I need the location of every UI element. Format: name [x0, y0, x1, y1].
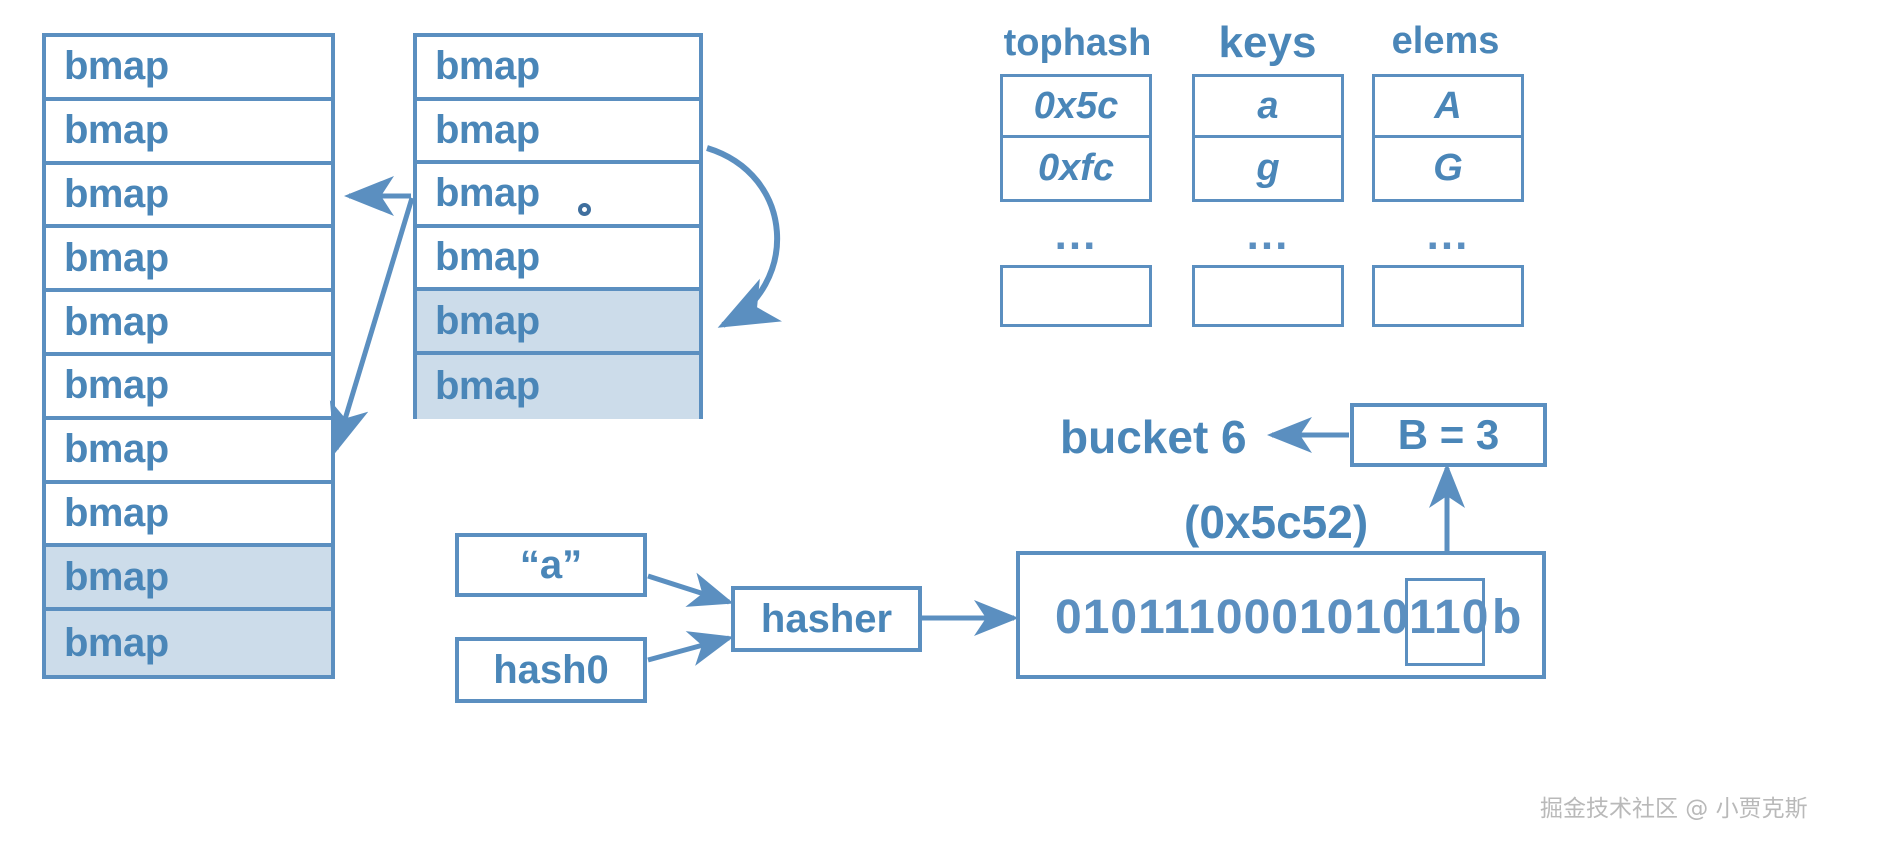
old-bucket-cell-label: bmap [435, 298, 540, 343]
old-bucket-cell-label: bmap [435, 44, 540, 89]
hash-binary-selected-bits: 110 [1409, 591, 1490, 644]
keys-table: a g [1192, 74, 1344, 202]
old-bucket-cell-label: bmap [435, 171, 540, 216]
old-bucket-array: bmap bmap bmap bmap bmap bmap [413, 33, 703, 419]
old-bucket-cell-5[interactable]: bmap [417, 354, 699, 419]
main-bucket-cell-8[interactable]: bmap [46, 547, 331, 612]
keys-ellipsis: ... [1246, 210, 1290, 259]
main-bucket-cell-7[interactable]: bmap [46, 483, 331, 548]
elems-table: A G [1372, 74, 1524, 202]
main-bucket-cell-label: bmap [64, 363, 169, 408]
old-bucket-cell-3[interactable]: bmap [417, 227, 699, 292]
hash-binary-prefix: 0101110001010 [1055, 591, 1410, 644]
main-bucket-cell-3[interactable]: bmap [46, 228, 331, 293]
tophash-cell-1: 0xfc [1037, 147, 1115, 189]
arrow-seed-to-hasher [647, 631, 734, 666]
hasher-box: hasher [731, 586, 922, 652]
arrow-key-to-hasher [647, 572, 734, 607]
main-bucket-cell-label: bmap [64, 44, 169, 89]
main-bucket-cell-label: bmap [64, 554, 169, 599]
hash-binary-box [1016, 551, 1546, 679]
keys-empty-box [1192, 265, 1344, 327]
elems-column-header: elems [1391, 20, 1500, 62]
elems-empty-box [1372, 265, 1524, 327]
old-bucket-cell-label: bmap [435, 107, 540, 152]
elems-cell-0: A [1375, 77, 1521, 138]
elems-ellipsis: ... [1426, 210, 1470, 259]
overflow-pointer-dot [578, 203, 591, 216]
main-bucket-cell-6[interactable]: bmap [46, 419, 331, 484]
old-bucket-cell-0[interactable]: bmap [417, 37, 699, 101]
main-bucket-cell-label: bmap [64, 108, 169, 153]
elems-cell-1: G [1433, 147, 1463, 189]
main-bucket-cell-label: bmap [64, 620, 169, 665]
main-bucket-cell-2[interactable]: bmap [46, 164, 331, 229]
tophash-table: 0x5c 0xfc [1000, 74, 1152, 202]
main-bucket-cell-4[interactable]: bmap [46, 292, 331, 356]
main-bucket-cell-label: bmap [64, 299, 169, 344]
main-bucket-cell-1[interactable]: bmap [46, 100, 331, 165]
tophash-empty-box [1000, 265, 1152, 327]
keys-cell-1: g [1256, 147, 1280, 189]
key-input-box: “a” [455, 533, 647, 597]
seed-input-box: hash0 [455, 637, 647, 703]
old-bucket-cell-label: bmap [435, 364, 540, 409]
old-bucket-cell-2[interactable]: bmap [417, 164, 699, 228]
main-bucket-cell-label: bmap [64, 235, 169, 280]
selected-bits-highlight-box [1405, 578, 1485, 666]
hash-binary-suffix: b [1492, 591, 1523, 644]
main-bucket-array: bmap bmap bmap bmap bmap bmap bmap bmap bmap bmap [42, 33, 335, 679]
tophash-column-header: tophash [1003, 22, 1152, 64]
main-bucket-cell-0[interactable]: bmap [46, 37, 331, 101]
hash-hex-label: (0x5c52) [1184, 496, 1369, 548]
arrow-old-to-main-diagonal [329, 197, 415, 454]
old-bucket-cell-label: bmap [435, 235, 540, 280]
main-bucket-cell-label: bmap [64, 490, 169, 535]
main-bucket-cell-label: bmap [64, 171, 169, 216]
keys-column-header: keys [1218, 18, 1317, 67]
main-bucket-cell-label: bmap [64, 427, 169, 472]
watermark-text: 掘金技术社区 @ 小贾克斯 [1540, 796, 1808, 822]
tophash-cell-0: 0x5c [1003, 77, 1149, 138]
arrow-overflow-chain [706, 145, 782, 328]
main-bucket-cell-5[interactable]: bmap [46, 355, 331, 420]
b-value-box: B = 3 [1350, 403, 1547, 467]
keys-cell-0: a [1195, 77, 1341, 138]
old-bucket-cell-4[interactable]: bmap [417, 291, 699, 355]
main-bucket-cell-9[interactable]: bmap [46, 611, 331, 675]
bucket-result-label: bucket 6 [1060, 411, 1247, 463]
old-bucket-cell-1[interactable]: bmap [417, 100, 699, 165]
tophash-ellipsis: ... [1054, 210, 1098, 259]
